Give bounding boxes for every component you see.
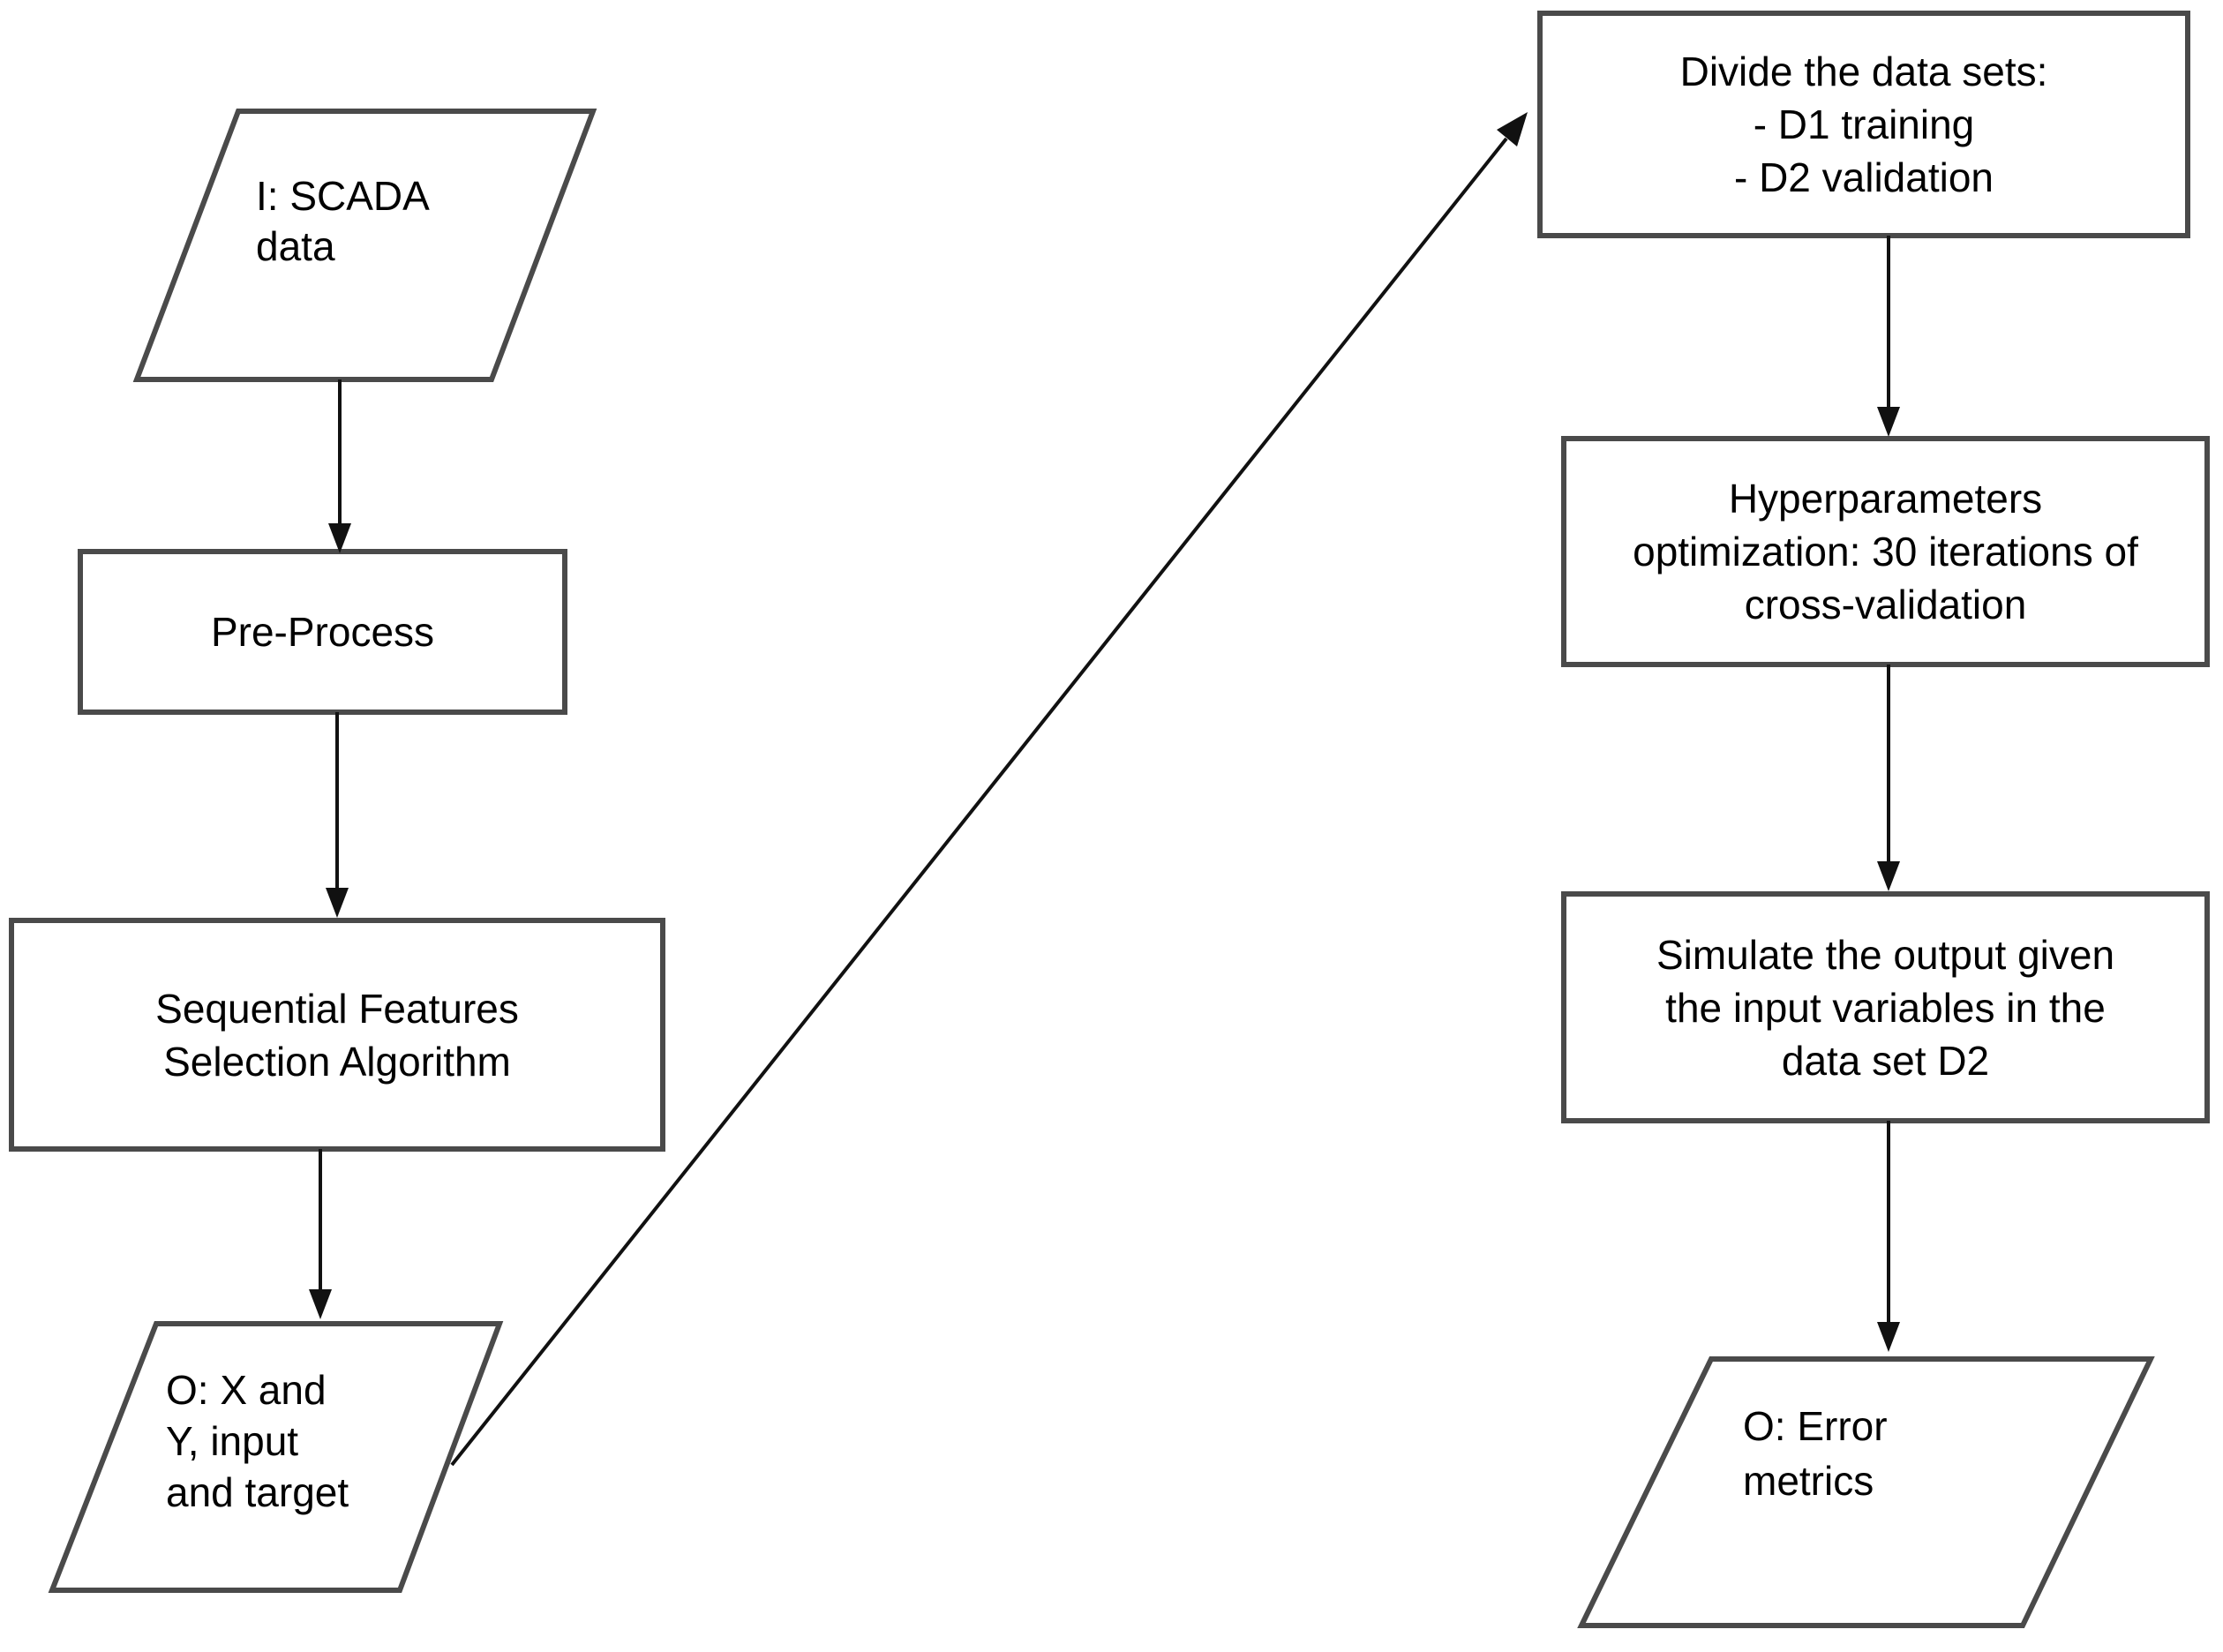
error-metrics-label: O: Error metrics: [1743, 1403, 1888, 1504]
divide-datasets-label: Divide the data sets: - D1 training - D2…: [1679, 49, 2048, 200]
arrow-xy-output-to-divide-datasets: [450, 112, 1528, 1467]
arrow-hyperparameter-to-simulate: [1877, 665, 1900, 891]
simulate-output-label: Simulate the output given the input vari…: [1656, 931, 2115, 1084]
xy-output-parallelogram: [48, 1321, 504, 1593]
arrow-feature-selection-to-xy-output: [309, 1149, 332, 1319]
preprocess-label: Pre-Process: [210, 609, 435, 655]
arrow-preprocess-to-feature-selection: [326, 712, 349, 918]
preprocess-rectangle: [78, 549, 567, 715]
error-metrics-parallelogram: [1577, 1356, 2155, 1628]
arrow-scada-to-preprocess: [328, 379, 351, 553]
xy-output-label: O: X and Y, input and target: [166, 1367, 349, 1515]
scada-input-label: I: SCADA data: [256, 173, 430, 269]
feature-selection-label: Sequential Features Selection Algorithm: [155, 985, 519, 1085]
arrow-divide-to-hyperparameter: [1877, 236, 1900, 437]
simulate-output-rectangle: [1561, 891, 2210, 1123]
hyperparameter-optimization-label: Hyperparameters optimization: 30 iterati…: [1633, 476, 2138, 627]
scada-input-parallelogram: [132, 109, 597, 382]
arrow-simulate-to-error-metrics: [1877, 1121, 1900, 1352]
feature-selection-rectangle: [9, 918, 665, 1152]
divide-datasets-rectangle: [1537, 11, 2190, 238]
hyperparameter-optimization-rectangle: [1561, 436, 2210, 667]
